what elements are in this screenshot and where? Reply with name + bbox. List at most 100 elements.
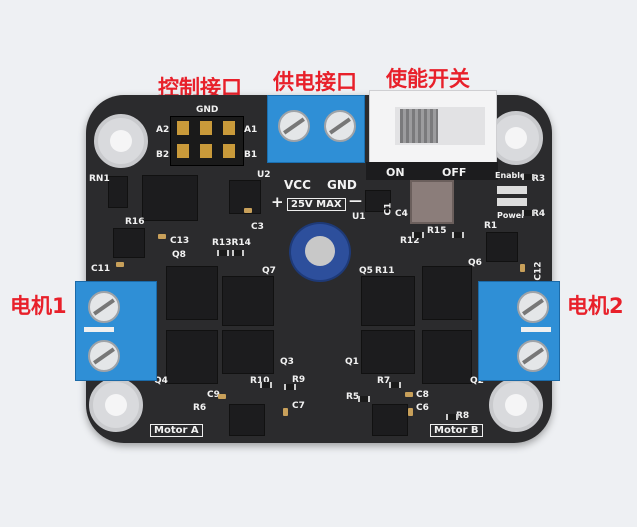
silk-r5: R5: [346, 392, 360, 402]
silk-enable: Enable: [495, 171, 526, 180]
silk-vcc: VCC: [284, 178, 311, 192]
mosfet-q5: [361, 276, 415, 326]
motor1-screw-2[interactable]: [88, 340, 120, 372]
mosfet-q8: [166, 266, 218, 320]
mosfet-q3: [222, 330, 274, 374]
silk-u2: U2: [257, 170, 271, 180]
silk-q1: Q1: [345, 357, 359, 367]
silk-c8: C8: [416, 390, 429, 400]
silk-b2: B2: [156, 150, 170, 160]
silk-c6: C6: [416, 403, 429, 413]
silk-plus: +: [271, 193, 284, 211]
motor1-screw-1[interactable]: [88, 291, 120, 323]
silk-b1: B1: [244, 150, 258, 160]
silk-r7: R7: [377, 376, 391, 386]
switch-base: [366, 162, 498, 180]
chip-rn1: [108, 176, 128, 208]
mounting-hole-bottom-left: [89, 378, 143, 432]
motor1-label: 电机1: [10, 294, 67, 318]
silk-c11: C11: [91, 264, 111, 274]
mosfet-q1: [361, 330, 415, 374]
mosfet-q6: [422, 266, 472, 320]
power-interface-label: 供电接口: [273, 70, 357, 94]
silk-c3: C3: [251, 222, 264, 232]
silk-on: ON: [386, 166, 405, 179]
silk-q8: Q8: [172, 250, 186, 260]
silk-u1: U1: [352, 212, 366, 222]
passive: [522, 174, 534, 180]
silk-q5: Q5: [359, 266, 373, 276]
terminal-divider: [521, 327, 551, 332]
silk-25v-max: 25V MAX: [287, 198, 346, 211]
chip-right-driver: [486, 232, 518, 262]
silk-r16: R16: [125, 217, 145, 227]
silk-minus: —: [349, 194, 362, 209]
chip-u1: [365, 190, 391, 212]
passive: [217, 250, 229, 256]
control-header: [170, 116, 244, 166]
switch-knob[interactable]: [400, 109, 438, 143]
mounting-hole-top-left: [94, 114, 148, 168]
silk-motor-b: Motor B: [430, 424, 483, 437]
silk-c7: C7: [292, 401, 305, 411]
silk-power: Power: [497, 211, 526, 220]
silk-c9: C9: [207, 390, 220, 400]
silk-q2: Q2: [470, 376, 484, 386]
power-screw-1[interactable]: [278, 110, 310, 142]
mounting-hole-bottom-right: [489, 378, 543, 432]
mosfet-q4: [166, 330, 218, 384]
mosfet-q7: [222, 276, 274, 326]
passive: [522, 210, 534, 216]
mosfet-q2: [422, 330, 472, 384]
passive: [446, 414, 458, 420]
passive: [405, 392, 413, 397]
silk-c13: C13: [170, 236, 190, 246]
led-power: [497, 198, 527, 206]
silk-c1: C1: [383, 202, 394, 216]
silk-r15: R15: [427, 226, 447, 236]
motor2-terminal[interactable]: [478, 281, 560, 381]
power-screw-2[interactable]: [324, 110, 356, 142]
terminal-divider: [84, 327, 114, 332]
passive: [412, 232, 424, 238]
motor2-screw-2[interactable]: [517, 340, 549, 372]
silk-q6: Q6: [468, 258, 482, 268]
chip-motor-a-driver: [229, 404, 265, 436]
silk-gnd-top: GND: [196, 105, 219, 115]
motor1-terminal[interactable]: [75, 281, 157, 381]
silk-off: OFF: [442, 166, 467, 179]
silk-r3: R3: [532, 174, 546, 184]
passive: [284, 384, 296, 390]
silk-q4: Q4: [154, 376, 168, 386]
silk-r10: R10: [250, 376, 270, 386]
chip-motor-b-driver: [372, 404, 408, 436]
passive: [232, 250, 244, 256]
passive: [158, 234, 166, 239]
passive: [389, 382, 401, 388]
silk-a1: A1: [244, 125, 258, 135]
passive: [116, 262, 124, 267]
passive: [260, 382, 272, 388]
power-terminal[interactable]: [267, 95, 365, 163]
silk-q7: Q7: [262, 266, 276, 276]
silk-r6: R6: [193, 403, 207, 413]
silk-r12: R12: [400, 236, 420, 246]
passive: [408, 408, 413, 416]
motor2-screw-1[interactable]: [517, 291, 549, 323]
silk-motor-a: Motor A: [150, 424, 203, 437]
led-enable: [497, 186, 527, 194]
silk-c4: C4: [395, 209, 408, 219]
chip-driver: [142, 175, 198, 221]
silk-r4: R4: [532, 209, 546, 219]
silk-r13r14: R13R14: [212, 238, 251, 248]
silk-q3: Q3: [280, 357, 294, 367]
enable-switch[interactable]: [369, 90, 497, 164]
silk-r8: R8: [456, 411, 470, 421]
enable-switch-label: 使能开关: [386, 67, 470, 91]
mounting-hole-top-right: [489, 111, 543, 165]
electrolytic-capacitor: [289, 222, 351, 282]
passive: [452, 232, 464, 238]
passive: [283, 408, 288, 416]
chip-left-driver: [113, 228, 145, 258]
silk-r9: R9: [292, 375, 306, 385]
